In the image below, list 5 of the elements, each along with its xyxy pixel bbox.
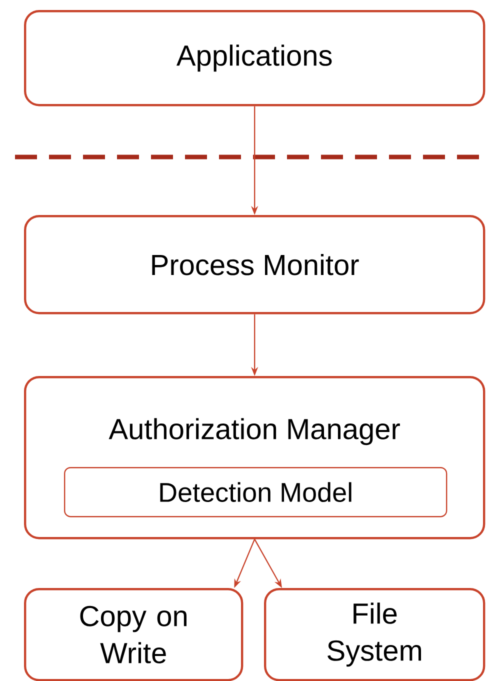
process-box: File System [264,588,486,681]
process-box: Copy on Write [24,588,244,681]
model-box: Detection Model [64,467,448,518]
process-box: Applications [24,10,486,106]
process-box: Process Monitor [24,215,486,314]
